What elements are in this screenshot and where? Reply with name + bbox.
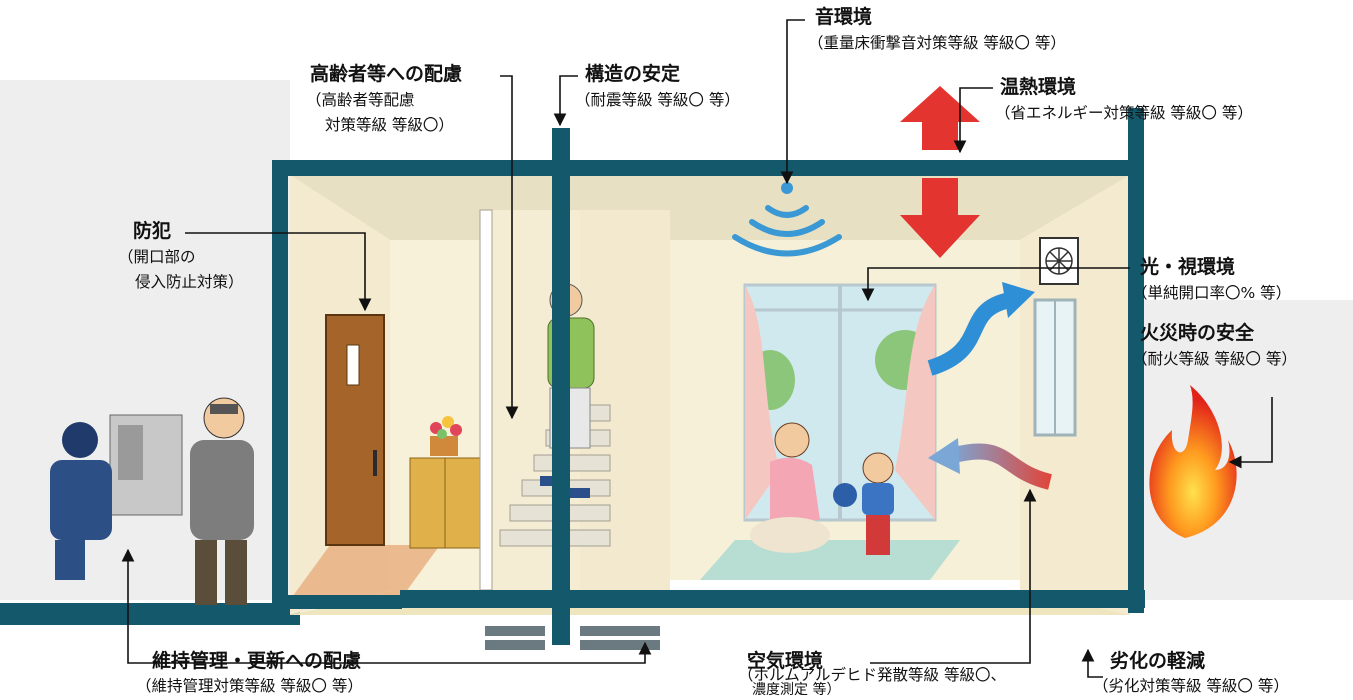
heat-arrow-icon [900,86,980,258]
fire-title: 火災時の安全 [1140,322,1255,344]
deterioration-detail: （劣化対策等級 等級〇 等） [1093,677,1289,695]
leader-lines [121,19,1273,678]
light-title: 光・視環境 [1140,256,1236,278]
sound-title: 音環境 [815,6,873,28]
structure-title: 構造の安定 [585,63,681,85]
rug [700,540,960,580]
elderly-detail-2: 対策等級 等級〇） [325,116,454,134]
maintenance-title: 維持管理・更新への配慮 [152,650,362,672]
entrance-floor [290,545,440,600]
foundation [485,626,660,650]
thermal-title: 温熱環境 [1000,76,1077,98]
crime-detail-2: 侵入防止対策） [135,273,244,291]
burglars [50,397,254,605]
crime-detail-1: （開口部の [118,248,196,266]
air-title: 空気環境 [747,650,824,672]
air-detail-1: （ホルムアルデヒド発散等級 等級〇、 [738,666,1006,684]
structural-frame [272,108,1145,645]
crime-title: 防犯 [133,220,172,242]
maintenance-detail: （維持管理対策等級 等級〇 等） [136,677,363,695]
light-detail: （単純開口率〇% 等） [1132,284,1292,302]
side-window [1033,298,1077,437]
shoe-cabinet [409,416,481,549]
fire-detail: （耐火等級 等級〇 等） [1132,350,1297,368]
structure-detail: （耐震等級 等級〇 等） [575,91,740,109]
thermal-detail: （省エネルギー対策等級 等級〇 等） [995,104,1253,122]
mother-and-child [750,422,894,555]
elderly-detail-1: （高齢者等配慮 [306,91,415,109]
sound-wave-icon [732,182,842,257]
fire-icon [1149,385,1237,538]
ventilation-fan-icon [1039,237,1079,285]
elderly-title: 高齢者等への配慮 [310,63,463,85]
air-detail-2: 濃度測定 等） [752,682,841,698]
entrance-door [325,314,385,546]
deterioration-title: 劣化の軽減 [1110,650,1206,672]
air-flow-arrow-icon [927,282,1053,490]
sound-detail: （重量床衝撃音対策等級 等級〇 等） [808,34,1066,52]
